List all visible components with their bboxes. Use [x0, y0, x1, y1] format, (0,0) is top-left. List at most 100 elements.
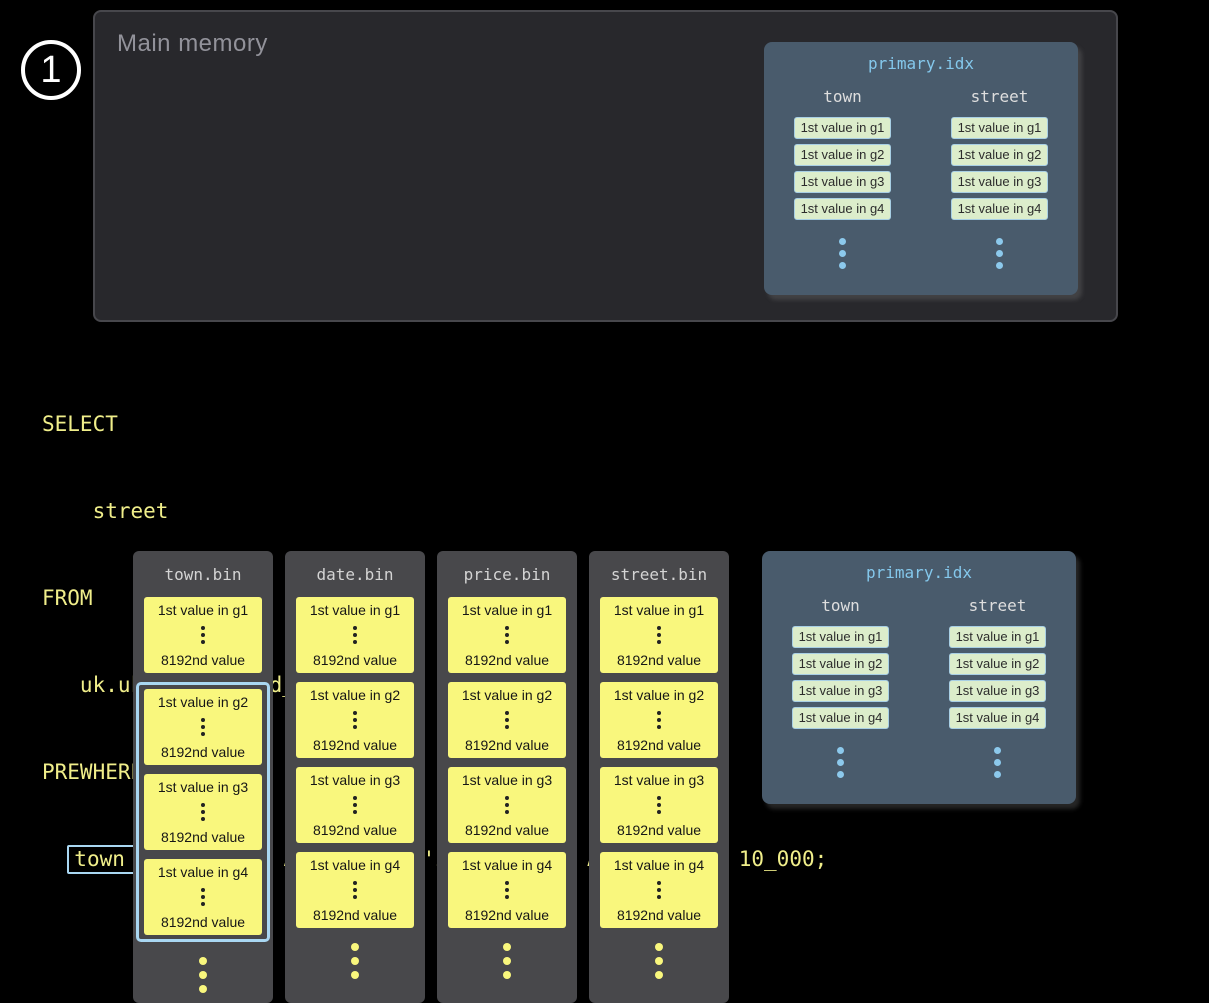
street-column-header: street — [970, 87, 1029, 106]
sql-line: street — [42, 499, 169, 523]
granule-last-value: 8192nd value — [616, 652, 702, 668]
column-file-title: price.bin — [463, 565, 551, 584]
index-entry: 1st value in g1 — [948, 626, 1047, 648]
vertical-ellipsis-icon — [353, 710, 357, 731]
granule-block: 1st value in g1 8192nd value — [600, 597, 718, 673]
granule-last-value: 8192nd value — [464, 652, 550, 668]
index-entry: 1st value in g4 — [948, 707, 1047, 729]
granule-first-value: 1st value in g1 — [309, 602, 401, 618]
granule-first-value: 1st value in g4 — [613, 857, 705, 873]
granule-last-value: 8192nd value — [160, 829, 246, 845]
index-entry: 1st value in g3 — [948, 680, 1047, 702]
vertical-ellipsis-icon — [505, 795, 509, 816]
vertical-ellipsis-icon — [285, 940, 425, 982]
granule-last-value: 8192nd value — [160, 914, 246, 930]
vertical-ellipsis-icon — [133, 954, 273, 996]
town-column-header: town — [821, 596, 860, 615]
index-entry: 1st value in g2 — [950, 144, 1049, 166]
granule-block: 1st value in g2 8192nd value — [600, 682, 718, 758]
primary-idx-title: primary.idx — [868, 54, 974, 73]
granule-first-value: 1st value in g4 — [309, 857, 401, 873]
granule-block: 1st value in g2 8192nd value — [296, 682, 414, 758]
vertical-ellipsis-icon — [201, 802, 205, 823]
granule-last-value: 8192nd value — [312, 907, 398, 923]
granule-block: 1st value in g4 8192nd value — [448, 852, 566, 928]
index-entry: 1st value in g2 — [948, 653, 1047, 675]
primary-idx-columns: town 1st value in g1 1st value in g2 1st… — [762, 596, 1076, 780]
granule-block: 1st value in g4 8192nd value — [296, 852, 414, 928]
index-entry: 1st value in g1 — [793, 117, 892, 139]
granule-first-value: 1st value in g1 — [157, 602, 249, 618]
column-file-price-bin: price.bin 1st value in g1 8192nd value 1… — [437, 551, 577, 1003]
granule-block: 1st value in g3 8192nd value — [144, 774, 262, 850]
granule-block: 1st value in g2 8192nd value — [448, 682, 566, 758]
sql-indent — [42, 847, 67, 871]
vertical-ellipsis-icon — [505, 880, 509, 901]
vertical-ellipsis-icon — [353, 625, 357, 646]
granule-block: 1st value in g4 8192nd value — [144, 859, 262, 935]
granule-last-value: 8192nd value — [616, 907, 702, 923]
granule-block: 1st value in g4 8192nd value — [600, 852, 718, 928]
vertical-ellipsis-icon — [589, 940, 729, 982]
granule-last-value: 8192nd value — [616, 822, 702, 838]
column-file-date-bin: date.bin 1st value in g1 8192nd value 1s… — [285, 551, 425, 1003]
town-column-header: town — [823, 87, 862, 106]
primary-idx-columns: town 1st value in g1 1st value in g2 1st… — [764, 87, 1078, 271]
sql-line: SELECT — [42, 412, 118, 436]
main-memory-title: Main memory — [117, 30, 268, 57]
sql-line: PREWHERE — [42, 760, 144, 784]
index-entry: 1st value in g3 — [793, 171, 892, 193]
vertical-ellipsis-icon — [657, 710, 661, 731]
granule-first-value: 1st value in g1 — [613, 602, 705, 618]
vertical-ellipsis-icon — [839, 235, 846, 271]
granule-first-value: 1st value in g3 — [157, 779, 249, 795]
index-entry: 1st value in g2 — [791, 653, 890, 675]
street-column-header: street — [968, 596, 1027, 615]
selected-granules-highlight: 1st value in g2 8192nd value 1st value i… — [136, 682, 270, 942]
primary-idx-panel-top: primary.idx town 1st value in g1 1st val… — [764, 42, 1078, 295]
index-entry: 1st value in g3 — [791, 680, 890, 702]
granule-first-value: 1st value in g2 — [461, 687, 553, 703]
granule-last-value: 8192nd value — [464, 907, 550, 923]
granule-block: 1st value in g1 8192nd value — [448, 597, 566, 673]
primary-idx-town-column: town 1st value in g1 1st value in g2 1st… — [764, 87, 921, 271]
vertical-ellipsis-icon — [201, 717, 205, 738]
granule-last-value: 8192nd value — [464, 822, 550, 838]
step-1-badge: 1 — [21, 40, 81, 100]
granule-block: 1st value in g2 8192nd value — [144, 689, 262, 765]
granule-first-value: 1st value in g2 — [157, 694, 249, 710]
vertical-ellipsis-icon — [657, 625, 661, 646]
index-entry: 1st value in g4 — [793, 198, 892, 220]
vertical-ellipsis-icon — [505, 625, 509, 646]
primary-idx-street-column: street 1st value in g1 1st value in g2 1… — [919, 596, 1076, 780]
granule-block: 1st value in g3 8192nd value — [600, 767, 718, 843]
granule-first-value: 1st value in g3 — [461, 772, 553, 788]
column-file-street-bin: street.bin 1st value in g1 8192nd value … — [589, 551, 729, 1003]
granule-last-value: 8192nd value — [312, 652, 398, 668]
granule-first-value: 1st value in g2 — [309, 687, 401, 703]
primary-idx-panel-bottom: primary.idx town 1st value in g1 1st val… — [762, 551, 1076, 804]
granule-last-value: 8192nd value — [312, 822, 398, 838]
granule-block: 1st value in g3 8192nd value — [448, 767, 566, 843]
granule-first-value: 1st value in g4 — [461, 857, 553, 873]
step-number: 1 — [40, 48, 62, 91]
granule-block: 1st value in g1 8192nd value — [296, 597, 414, 673]
index-entry: 1st value in g4 — [791, 707, 890, 729]
vertical-ellipsis-icon — [437, 940, 577, 982]
granule-block: 1st value in g1 8192nd value — [144, 597, 262, 673]
primary-idx-title: primary.idx — [866, 563, 972, 582]
primary-idx-town-column: town 1st value in g1 1st value in g2 1st… — [762, 596, 919, 780]
main-memory-panel: Main memory primary.idx town 1st value i… — [93, 10, 1118, 322]
granule-first-value: 1st value in g1 — [461, 602, 553, 618]
granule-last-value: 8192nd value — [464, 737, 550, 753]
vertical-ellipsis-icon — [505, 710, 509, 731]
granule-block: 1st value in g3 8192nd value — [296, 767, 414, 843]
vertical-ellipsis-icon — [837, 744, 844, 780]
index-entry: 1st value in g3 — [950, 171, 1049, 193]
sql-line: FROM — [42, 586, 93, 610]
column-file-title: street.bin — [610, 565, 708, 584]
vertical-ellipsis-icon — [353, 795, 357, 816]
column-file-title: town.bin — [164, 565, 242, 584]
column-file-town-bin: town.bin 1st value in g1 8192nd value 1s… — [133, 551, 273, 1003]
